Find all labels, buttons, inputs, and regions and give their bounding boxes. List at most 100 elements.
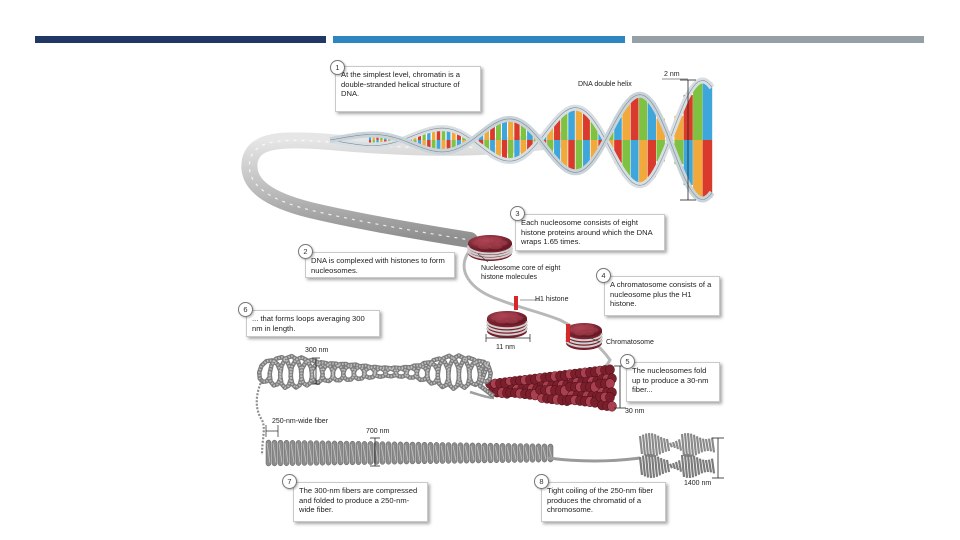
chromatid-coil: [700, 438, 702, 453]
fiber-linker-chromatid: [548, 458, 640, 461]
chromatosome-nucleosome: [566, 323, 602, 350]
chromatid-coil: [649, 454, 651, 478]
chromatid-coil: [682, 434, 684, 456]
chromatid-coil: [655, 455, 657, 477]
chromatid-coil: [658, 457, 660, 476]
chromatid-coil: [679, 460, 681, 471]
chromatid-coil: [706, 439, 708, 451]
chromatid-coil: [697, 457, 699, 475]
chromatid: [640, 433, 714, 478]
chromatid-coil: [646, 433, 648, 456]
label-250nm-fiber: 250-nm-wide fiber: [272, 418, 328, 426]
chromatid-coil: [658, 436, 660, 455]
fiber-nucleosome: [606, 365, 615, 375]
step-7-number: 7: [282, 474, 297, 489]
chromatid-coil: [670, 443, 672, 447]
chromatid-coil: [652, 454, 654, 477]
chromatid-coil: [679, 439, 681, 450]
chromatid-coil: [643, 456, 645, 477]
step-2-text: DNA is complexed with histones to form n…: [311, 256, 445, 275]
step-8-number: 8: [534, 474, 549, 489]
chromatid-coil: [709, 439, 711, 452]
chromatid-coil: [676, 462, 678, 470]
step-4-text: A chromatosome consists of a nucleosome …: [610, 280, 711, 308]
chromatid-coil: [682, 455, 684, 477]
chromatid-coil: [685, 433, 687, 457]
chromatid-coil: [664, 438, 666, 451]
chromatid-coil: [670, 464, 672, 468]
step-1-text: At the simplest level, chromatin is a do…: [341, 70, 460, 98]
chromatid-coil: [688, 433, 690, 457]
histone-subunit: [506, 313, 518, 318]
dimension-30nm: [614, 366, 626, 408]
step-5-callout: The nucleosomes fold up to produce a 30-…: [626, 362, 720, 402]
chromatid-coil: [706, 460, 708, 472]
label-2nm: 2 nm: [664, 71, 680, 79]
step-8-callout: Tight coiling of the 250-nm fiber produc…: [541, 482, 666, 522]
step-3-text: Each nucleosome consists of eight histon…: [521, 218, 652, 246]
chromatid-coil: [685, 454, 687, 478]
chromatid-coil: [667, 439, 669, 451]
label-nucleosome-core: Nucleosome core of eight histone molecul…: [481, 265, 571, 282]
step-2-number: 2: [298, 244, 313, 259]
chromatid-coil: [676, 441, 678, 449]
chromatid-coil: [664, 459, 666, 472]
h1-histone-marker-chromatosome: [566, 324, 570, 342]
nucleosome-core: [468, 235, 512, 261]
chromatid-coil: [643, 435, 645, 456]
label-700nm: 700 nm: [366, 428, 389, 436]
chromatid-coil: [703, 460, 705, 473]
chromatid-coil: [694, 435, 696, 455]
step-7-callout: The 300-nm fibers are compressed and fol…: [293, 482, 428, 522]
chromatid-coil: [709, 460, 711, 473]
chromatid-coil: [640, 436, 642, 454]
step-3-number: 3: [510, 206, 525, 221]
label-chromatosome: Chromatosome: [606, 339, 654, 347]
step-6-text: ... that forms loops averaging 300 nm in…: [252, 314, 365, 333]
step-5-number: 5: [620, 354, 635, 369]
step-4-callout: A chromatosome consists of a nucleosome …: [604, 276, 720, 316]
label-30nm: 30 nm: [625, 408, 644, 416]
step-6-callout: ... that forms loops averaging 300 nm in…: [246, 310, 380, 337]
fiber-nucleosome: [606, 392, 615, 402]
step-3-callout: Each nucleosome consists of eight histon…: [515, 214, 665, 251]
chromatid-coil: [652, 433, 654, 456]
label-h1-histone: H1 histone: [535, 296, 568, 304]
chromatid-coil: [661, 458, 663, 474]
label-300nm: 300 nm: [305, 347, 328, 355]
fiber-nucleosome: [608, 401, 617, 411]
chromatid-coil: [691, 455, 693, 478]
300nm-loops: [259, 356, 494, 397]
step-6-number: 6: [238, 302, 253, 317]
chromatid-coil: [703, 439, 705, 452]
nucleosome-h1: [487, 311, 527, 338]
chromatid-coil: [673, 442, 675, 448]
chromatid-coil: [661, 437, 663, 453]
chromatid-coil: [667, 460, 669, 472]
250nm-wide-fiber: [266, 440, 640, 466]
h1-histone-marker: [514, 296, 518, 310]
label-11nm: 11 nm: [496, 344, 515, 352]
loop-fiber-texture: [259, 356, 494, 397]
chromatid-coil: [673, 463, 675, 469]
step-4-number: 4: [596, 268, 611, 283]
step-1-number: 1: [330, 60, 345, 75]
chromatid-coil: [688, 454, 690, 478]
dimension-250nm: [266, 425, 278, 437]
thin-coiled-strand: [257, 380, 264, 455]
chromatid-coil: [694, 456, 696, 476]
chromatid-coil: [700, 459, 702, 474]
chromatid-coil: [640, 457, 642, 475]
step-8-text: Tight coiling of the 250-nm fiber produc…: [547, 486, 653, 514]
chromatid-coil: [646, 454, 648, 477]
chromatid-coil: [691, 434, 693, 457]
chromatid-coil: [712, 459, 714, 474]
step-5-text: The nucleosomes fold up to produce a 30-…: [632, 366, 708, 394]
chromatid-coil: [649, 433, 651, 457]
step-7-text: The 300-nm fibers are compressed and fol…: [299, 486, 417, 514]
label-1400nm: 1400 nm: [684, 480, 711, 488]
histone-subunit: [583, 325, 594, 330]
step-1-callout: At the simplest level, chromatin is a do…: [335, 66, 481, 112]
histone-subunit: [489, 237, 502, 243]
chromatid-coil: [712, 438, 714, 453]
